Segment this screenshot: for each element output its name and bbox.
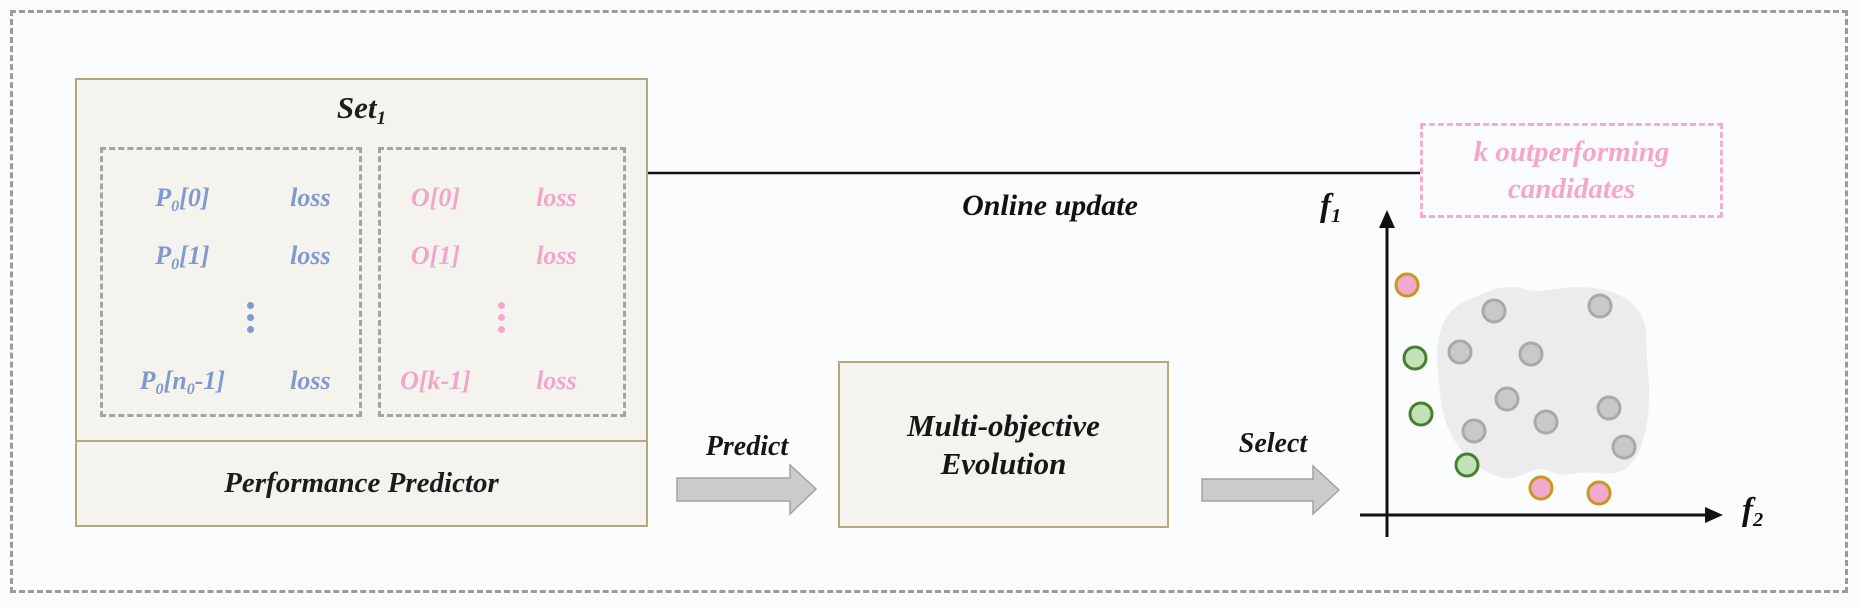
online-update-arrow [610,164,1420,182]
loss-label: loss [290,241,331,270]
gray-point [1461,418,1487,444]
scatter-points [1394,272,1637,506]
arrowhead-right-icon [1705,507,1723,523]
offspring-row: O[k-1] loss [381,366,623,396]
candidate-id: O[k-1] [400,366,471,395]
select-block-arrow-icon [1201,464,1341,516]
population-row: P0[1] loss [103,241,359,273]
loss-label: loss [536,366,577,395]
loss-label: loss [290,183,331,212]
set1-title: Set1 [336,90,387,129]
y-axis-label: f1 [1320,188,1342,228]
online-update-label: Online update [962,189,1138,222]
k-outperforming-candidates-box: k outperforming candidates [1420,123,1723,218]
candidate-id: P0[n0-1] [139,366,226,398]
green-point [1408,401,1434,427]
green-point [1402,345,1428,371]
performance-predictor-label: Performance Predictor [77,440,646,525]
select-label: Select [1238,428,1308,459]
vertical-ellipsis-icon [247,302,255,333]
gray-point [1481,298,1507,324]
population-row: P0[n0-1] loss [103,366,359,398]
pink-point [1528,475,1554,501]
offspring-row: O[0] loss [381,183,623,213]
arrowhead-up-icon [1379,210,1395,228]
outer-dashed-frame [10,10,1848,593]
gray-point [1518,341,1544,367]
x-axis-label: f2 [1742,492,1764,532]
candidate-id: O[1] [410,241,460,270]
predict-label: Predict [705,431,789,462]
loss-label: loss [536,241,577,270]
evolution-box-line2: Evolution [940,445,1067,481]
gray-point [1611,434,1637,460]
dominated-region-blob [1437,286,1650,479]
vertical-ellipsis-icon [498,302,505,333]
pink-point [1394,272,1420,298]
predict-block-arrow-icon [676,463,818,516]
gray-point [1447,339,1473,365]
offspring-dashed-box: O[0] loss O[1] loss O[k-1] loss [378,147,626,417]
green-point [1454,452,1480,478]
multi-objective-evolution-box: Multi-objective Evolution [838,361,1169,528]
gray-point [1494,386,1520,412]
y-axis [1379,210,1395,537]
candidate-id: O[0] [410,183,460,212]
set1-box: Set1 P0[0] loss P0[1] loss P0[n0-1] loss… [75,78,648,527]
candidate-id: P0[1] [155,241,210,273]
x-axis [1360,507,1723,523]
candidate-id: P0[0] [155,183,210,215]
candidates-box-line1: k outperforming [1473,136,1670,169]
offspring-row: O[1] loss [381,241,623,271]
pink-point [1586,480,1612,506]
gray-point [1533,409,1559,435]
population-row: P0[0] loss [103,183,359,215]
population-dashed-box: P0[0] loss P0[1] loss P0[n0-1] loss [100,147,362,417]
gray-point [1596,395,1622,421]
loss-label: loss [290,366,331,395]
gray-point [1587,293,1613,319]
evolution-box-line1: Multi-objective [907,407,1100,443]
loss-label: loss [536,183,577,212]
candidates-box-line2: candidates [1507,172,1636,205]
